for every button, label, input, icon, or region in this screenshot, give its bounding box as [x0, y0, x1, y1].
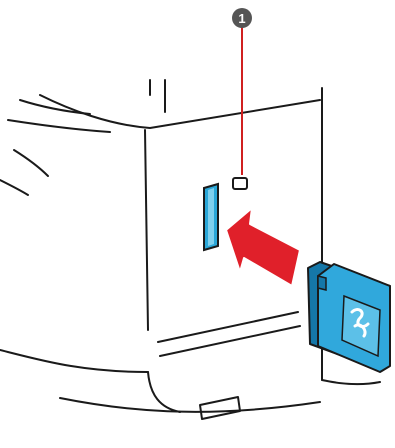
printer-body	[0, 80, 380, 419]
card-slot	[204, 184, 218, 250]
memory-card-icon	[308, 262, 390, 372]
insert-arrow-icon	[226, 208, 300, 286]
callout-badge-1: 1	[232, 8, 252, 28]
callout-number: 1	[238, 11, 245, 26]
access-light-icon	[233, 178, 247, 189]
